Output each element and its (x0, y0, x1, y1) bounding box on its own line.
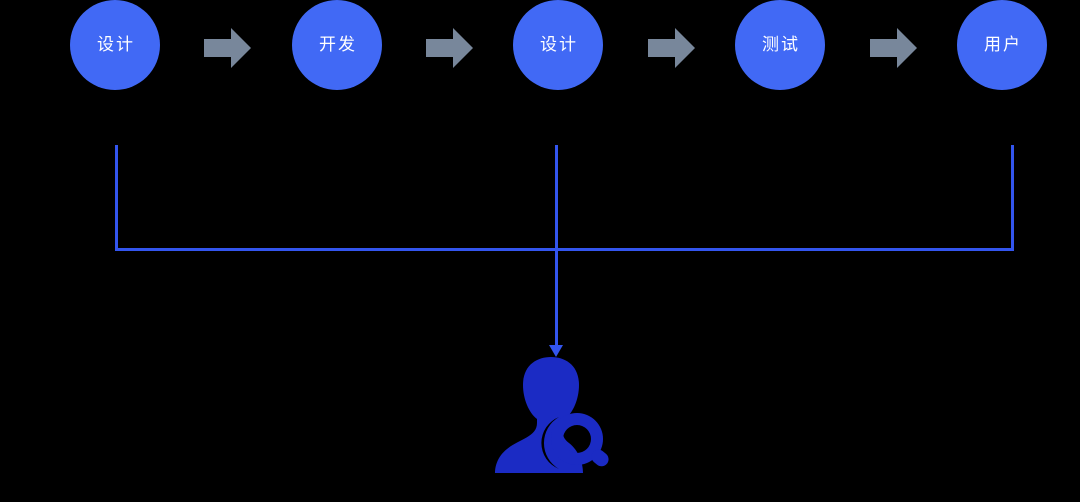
stage-node-design-2[interactable]: 设计 (513, 0, 603, 90)
flow-arrow-right-icon-4 (870, 27, 918, 69)
flow-arrow-right-icon-3 (648, 27, 696, 69)
stage-node-test[interactable]: 测试 (735, 0, 825, 90)
bracket-right-segment (1011, 145, 1014, 251)
stage-node-label: 用户 (984, 34, 1022, 55)
stage-node-label: 开发 (319, 34, 357, 55)
drop-connector-line (555, 145, 558, 347)
drop-arrowhead-icon (549, 345, 563, 357)
stage-node-design-1[interactable]: 设计 (70, 0, 160, 90)
flow-arrow-right-icon-1 (204, 27, 252, 69)
person-search-icon (493, 355, 611, 475)
stage-node-label: 设计 (540, 34, 578, 55)
stage-node-label: 设计 (97, 34, 135, 55)
stage-node-label: 测试 (762, 34, 800, 55)
bracket-bottom-segment (115, 248, 1014, 251)
stage-node-user[interactable]: 用户 (957, 0, 1047, 90)
flow-arrow-right-icon-2 (426, 27, 474, 69)
bracket-left-segment (115, 145, 118, 251)
stage-node-develop[interactable]: 开发 (292, 0, 382, 90)
